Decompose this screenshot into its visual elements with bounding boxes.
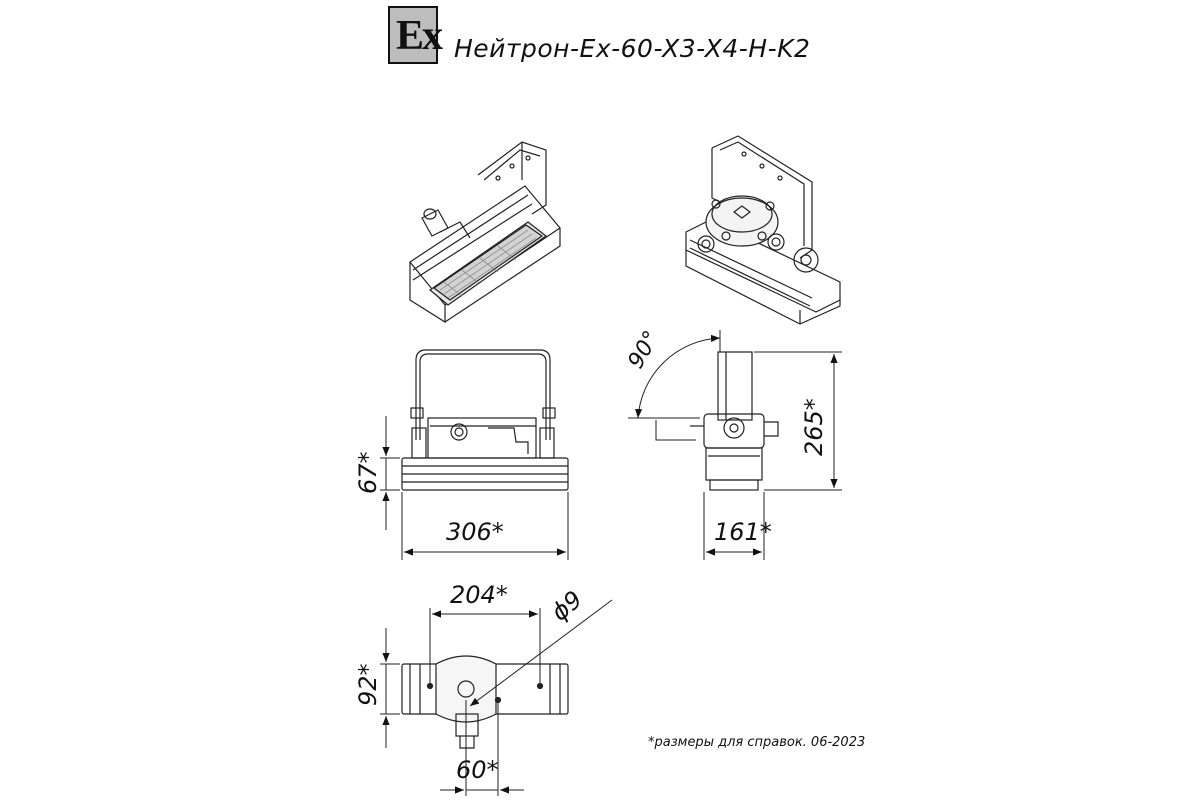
isometric-view-rear xyxy=(685,135,841,325)
depth-top-label: 92* xyxy=(354,663,382,706)
ex-logo-text: Ex xyxy=(396,13,443,59)
top-view xyxy=(401,655,569,749)
rotation-angle-indicator xyxy=(628,330,721,441)
isometric-view-front xyxy=(409,141,561,324)
hole-diameter-label: ϕ9 xyxy=(546,585,588,626)
top-view-dimensions xyxy=(380,599,613,796)
front-elevation-dimensions xyxy=(380,416,569,560)
side-elevation-view xyxy=(690,351,779,491)
mount-spacing-label: 204* xyxy=(450,581,508,609)
side-elevation-dimensions xyxy=(703,351,842,560)
width-front-label: 306* xyxy=(446,518,504,546)
angle-label: 90° xyxy=(624,327,665,373)
product-title: Нейтрон-Ex-60-X3-X4-H-K2 xyxy=(454,34,811,63)
front-elevation-view xyxy=(401,349,569,491)
height-total-label: 265* xyxy=(800,398,828,456)
height-body-label: 67* xyxy=(354,451,382,494)
footnote-text: *размеры для справок. 06-2023 xyxy=(648,735,866,750)
ex-explosion-proof-logo: Ex xyxy=(388,6,443,64)
width-side-label: 161* xyxy=(714,518,772,546)
offset-bottom-label: 60* xyxy=(456,756,499,784)
